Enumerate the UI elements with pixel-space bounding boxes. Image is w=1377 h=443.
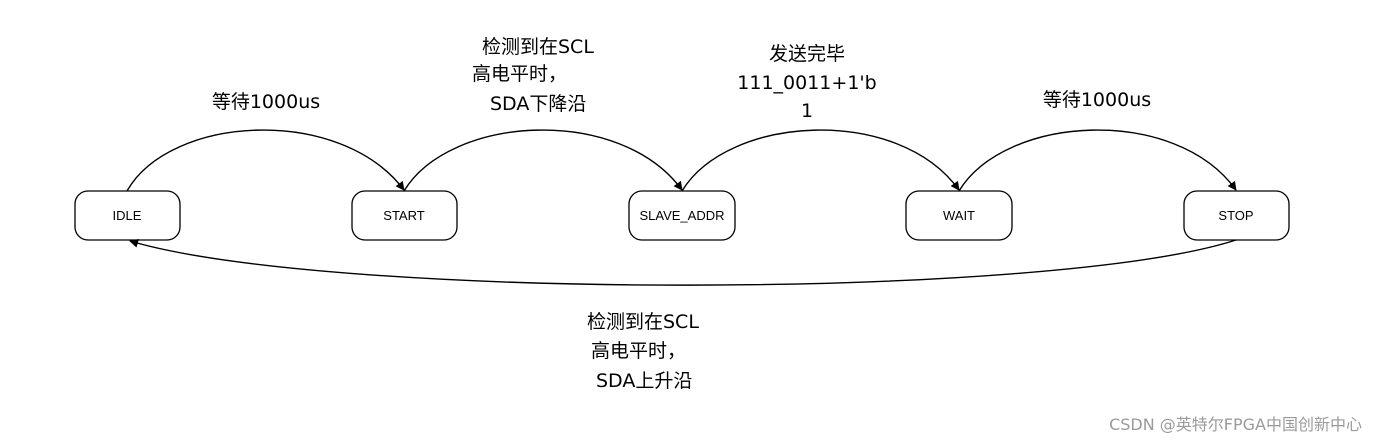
- transition-wait-to-stop: [958, 129, 1237, 192]
- state-slave-addr: SLAVE_ADDR: [628, 190, 736, 241]
- watermark-text: CSDN @英特尔FPGA中国创新中心: [1109, 415, 1362, 434]
- state-wait: WAIT: [905, 190, 1013, 241]
- state-start: START: [351, 190, 458, 241]
- label-start-to-slave-addr: 检测到在SCL 高电平时， SDA下降沿: [472, 36, 594, 115]
- label-slave-line1: 发送完毕: [769, 43, 845, 65]
- label-idle-to-start: 等待1000us: [212, 91, 320, 113]
- label-stop-to-idle: 检测到在SCL 高电平时， SDA上升沿: [587, 311, 699, 392]
- state-slave-addr-label: SLAVE_ADDR: [639, 208, 724, 223]
- state-stop: STOP: [1183, 190, 1290, 241]
- label-slave-line2: 111_0011+1'b: [737, 72, 876, 94]
- transition-slave-addr-to-wait: [681, 129, 960, 192]
- label-slave-addr-to-wait: 发送完毕 111_0011+1'b 1: [737, 43, 876, 122]
- transition-stop-to-idle: [129, 238, 1237, 286]
- label-start-line1: 检测到在SCL: [482, 36, 594, 58]
- state-idle-label: IDLE: [113, 208, 142, 223]
- label-start-line3: SDA下降沿: [490, 93, 586, 115]
- label-slave-line3: 1: [801, 100, 813, 122]
- label-wait-to-stop: 等待1000us: [1043, 89, 1151, 111]
- label-stop-line3: SDA上升沿: [596, 370, 692, 392]
- label-stop-line1: 检测到在SCL: [587, 311, 699, 333]
- label-stop-line2: 高电平时，: [591, 340, 686, 362]
- state-wait-label: WAIT: [943, 208, 975, 223]
- state-start-label: START: [383, 208, 424, 223]
- transition-idle-to-start: [126, 129, 405, 192]
- transition-start-to-slave-addr: [403, 129, 683, 192]
- state-stop-label: STOP: [1218, 208, 1253, 223]
- label-start-line2: 高电平时，: [472, 63, 567, 85]
- state-idle: IDLE: [74, 190, 181, 241]
